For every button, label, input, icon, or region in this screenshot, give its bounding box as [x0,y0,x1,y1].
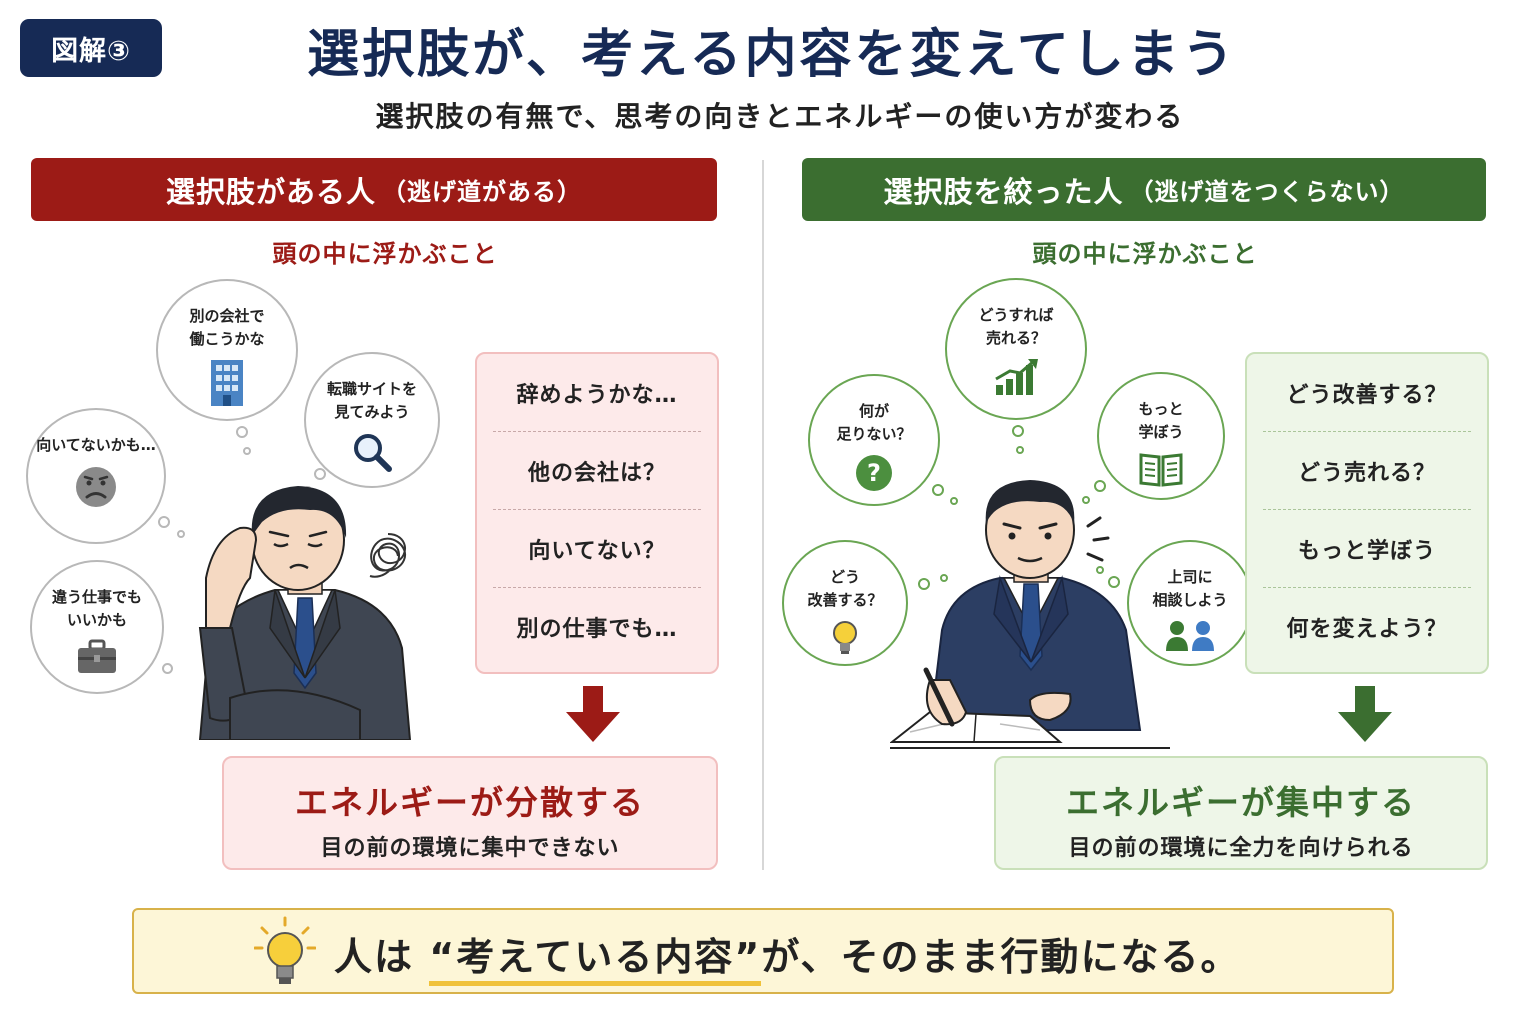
right-header-main: 選択肢を絞った人 [883,174,1124,209]
magnifier-icon [354,434,392,472]
lightbulb-icon [254,916,316,984]
thought-dot [932,484,944,496]
thought-dot [1012,425,1024,437]
list-item: 別の仕事でも… [516,617,678,642]
thought-dot [1108,576,1120,588]
bubble-text: 向いてないかも… [36,436,156,454]
right-bubble-how-sell: どうすれば 売れる？ [945,278,1087,420]
list-item: 他の会社は？ [493,432,701,510]
briefcase-icon [78,639,116,673]
thought-dot [1016,446,1024,454]
thought-dot [236,426,248,438]
bottom-message-box: 人は “考えている内容”が、そのまま行動になる。 [132,908,1394,994]
right-bubble-how-improve: どう 改善する？ [782,540,908,666]
sad-face-icon [76,466,116,507]
left-result-head: エネルギーが分散する [295,783,645,822]
thought-dot [940,574,948,582]
figure-badge: 図解③ [20,19,162,77]
growth-chart-icon [995,359,1038,395]
bottom-message-after: が、そのまま行動になる。 [761,935,1241,979]
list-item: どう改善する？ [1263,354,1471,432]
bubble-text: どうすれば 売れる？ [978,306,1054,347]
list-item: 何を変えよう？ [1286,617,1448,642]
page-title: 選択肢が、考える内容を変えてしまう [307,25,1237,85]
right-bubble-what-missing: 何が 足りない？ ? [808,374,940,506]
svg-text:?: ? [867,459,881,487]
bubble-text: もっと 学ぼう [1138,400,1184,441]
lightbulb-icon [833,621,857,654]
left-header-main: 選択肢がある人 [165,174,376,209]
bottom-message-before: 人は [334,935,415,979]
bubble-text: どう 改善する？ [807,568,883,609]
focused-businessman-illustration [890,480,1170,749]
right-bubble-ask-boss: 上司に 相談しよう [1127,540,1253,666]
left-header-sub: （逃げ道がある） [382,178,582,206]
right-section-label: 頭の中に浮かぶこと [1032,240,1258,268]
bubble-text: 別の会社で 働こうかな [189,307,265,348]
right-result-sub: 目の前の環境に全力を向けられる [1068,836,1414,861]
bottom-message-highlight: “考えている内容” [429,926,762,986]
center-divider [762,160,764,870]
book-icon [1139,453,1183,487]
thought-dot [158,516,170,528]
thought-dot [1082,496,1090,504]
bubble-text: 違う仕事でも いいかも [51,588,142,629]
right-header: 選択肢を絞った人 （逃げ道をつくらない） [802,158,1486,221]
bottom-message: 人は “考えている内容”が、そのまま行動になる。 [334,926,1241,986]
right-bubble-learn-more: もっと 学ぼう [1097,372,1225,500]
left-bubble-other-job: 違う仕事でも いいかも [30,560,164,694]
right-header-sub: （逃げ道をつくらない） [1129,178,1405,206]
page-subtitle: 選択肢の有無で、思考の向きとエネルギーの使い方が変わる [375,100,1185,133]
down-arrow-icon [566,686,620,742]
left-bubble-other-company: 別の会社で 働こうかな [156,279,298,421]
list-item: 向いてない？ [493,510,701,588]
right-thought-list: どう改善する？ どう売れる？ もっと学ぼう 何を変えよう？ [1245,352,1489,674]
thought-dot [950,497,958,505]
list-item: もっと学ぼう [1263,510,1471,588]
building-icon [211,360,243,406]
thought-dot [1096,566,1104,574]
bubble-text: 上司に 相談しよう [1152,568,1228,609]
left-section-label: 頭の中に浮かぶこと [272,240,498,268]
thought-dot [918,578,930,590]
thought-dot [177,530,185,538]
left-result-box: エネルギーが分散する 目の前の環境に集中できない [222,756,718,870]
people-icon [1166,621,1214,651]
bubble-text: 転職サイトを 見てみよう [326,380,417,421]
worried-businessman-illustration [198,486,412,740]
left-thought-list: 辞めようかな… 他の会社は？ 向いてない？ 別の仕事でも… [475,352,719,674]
thought-dot [1094,480,1106,492]
thought-dot [314,468,326,480]
list-item: 辞めようかな… [493,354,701,432]
right-result-box: エネルギーが集中する 目の前の環境に全力を向けられる [994,756,1488,870]
tangle-scribble-icon [369,533,407,578]
bubble-text: 何が 足りない？ [836,402,912,443]
left-header: 選択肢がある人 （逃げ道がある） [31,158,717,221]
left-bubble-not-suited: 向いてないかも… [26,408,166,544]
right-result-head: エネルギーが集中する [1066,783,1416,822]
list-item: どう売れる？ [1263,432,1471,510]
thought-dot [243,447,251,455]
question-icon: ? [856,455,892,491]
left-result-sub: 目の前の環境に集中できない [320,836,620,861]
thought-dot [162,663,173,674]
left-bubble-job-site: 転職サイトを 見てみよう [304,352,440,488]
down-arrow-icon [1338,686,1392,742]
